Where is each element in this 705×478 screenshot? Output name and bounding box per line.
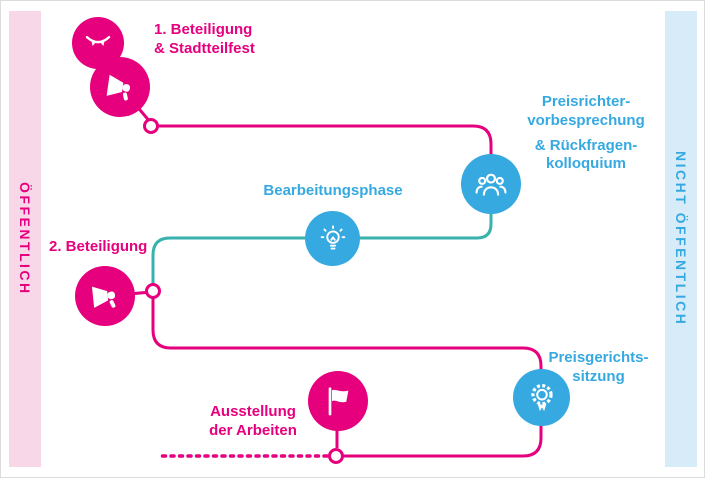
connector-node1-to-jury-briefing bbox=[151, 124, 493, 184]
flag-icon bbox=[322, 385, 354, 417]
megaphone-icon bbox=[89, 280, 121, 312]
connector-jury-session-to-node3 bbox=[343, 397, 543, 458]
exhibition-label: Ausstellung der Arbeiten bbox=[199, 403, 307, 441]
jury-briefing-label-line1: Preisrichter- bbox=[541, 93, 631, 110]
public-band: ÖFFENTLICH bbox=[9, 11, 41, 467]
garland-icon bbox=[84, 29, 112, 57]
jury-briefing-label: Preisrichter- vorbesprechung & Rückfrage… bbox=[501, 93, 671, 174]
participation1-label-line1: 1. Beteiligung bbox=[154, 21, 253, 38]
medal-icon bbox=[526, 382, 558, 414]
exhibition-bubble bbox=[308, 371, 368, 431]
not-public-band: NICHT ÖFFENTLICH bbox=[665, 11, 697, 467]
lightbulb-icon bbox=[318, 224, 348, 254]
working-phase-label-text: Bearbeitungsphase bbox=[263, 182, 403, 199]
jury-briefing-label-line4: kolloquium bbox=[546, 155, 626, 173]
people-group-icon bbox=[474, 167, 508, 201]
exhibition-label-line2: der Arbeiten bbox=[209, 421, 297, 439]
public-band-label: ÖFFENTLICH bbox=[17, 182, 33, 296]
participation2-label-text: 2. Beteiligung bbox=[49, 238, 148, 255]
participation1-label-line2: & Stadtteilfest bbox=[154, 39, 255, 57]
participation1-label: 1. Beteiligung & Stadtteilfest bbox=[154, 21, 255, 59]
jury-session-bubble bbox=[513, 369, 570, 426]
jury-briefing-label-line3: & Rückfragen- bbox=[534, 136, 638, 154]
participation1-megaphone-bubble bbox=[90, 57, 150, 117]
not-public-band-label: NICHT ÖFFENTLICH bbox=[673, 151, 689, 327]
jury-session-label-line2: sitzung bbox=[572, 367, 625, 385]
jury-briefing-label-line2: vorbesprechung bbox=[527, 111, 645, 129]
jury-session-label: Preisgerichts- sitzung bbox=[531, 349, 666, 387]
connector-node2-to-jury-session bbox=[151, 291, 543, 397]
flow-node-2 bbox=[145, 283, 161, 299]
participation2-bubble bbox=[75, 266, 135, 326]
megaphone-icon bbox=[104, 71, 136, 103]
flow-node-3 bbox=[328, 448, 344, 464]
jury-session-label-line1: Preisgerichts- bbox=[548, 349, 649, 366]
working-phase-bubble bbox=[305, 211, 360, 266]
exhibition-label-line1: Ausstellung bbox=[210, 403, 296, 420]
jury-briefing-bubble bbox=[461, 154, 521, 214]
working-phase-label: Bearbeitungsphase bbox=[253, 182, 413, 201]
participation2-label: 2. Beteiligung bbox=[49, 238, 147, 257]
flow-node-1 bbox=[143, 118, 159, 134]
